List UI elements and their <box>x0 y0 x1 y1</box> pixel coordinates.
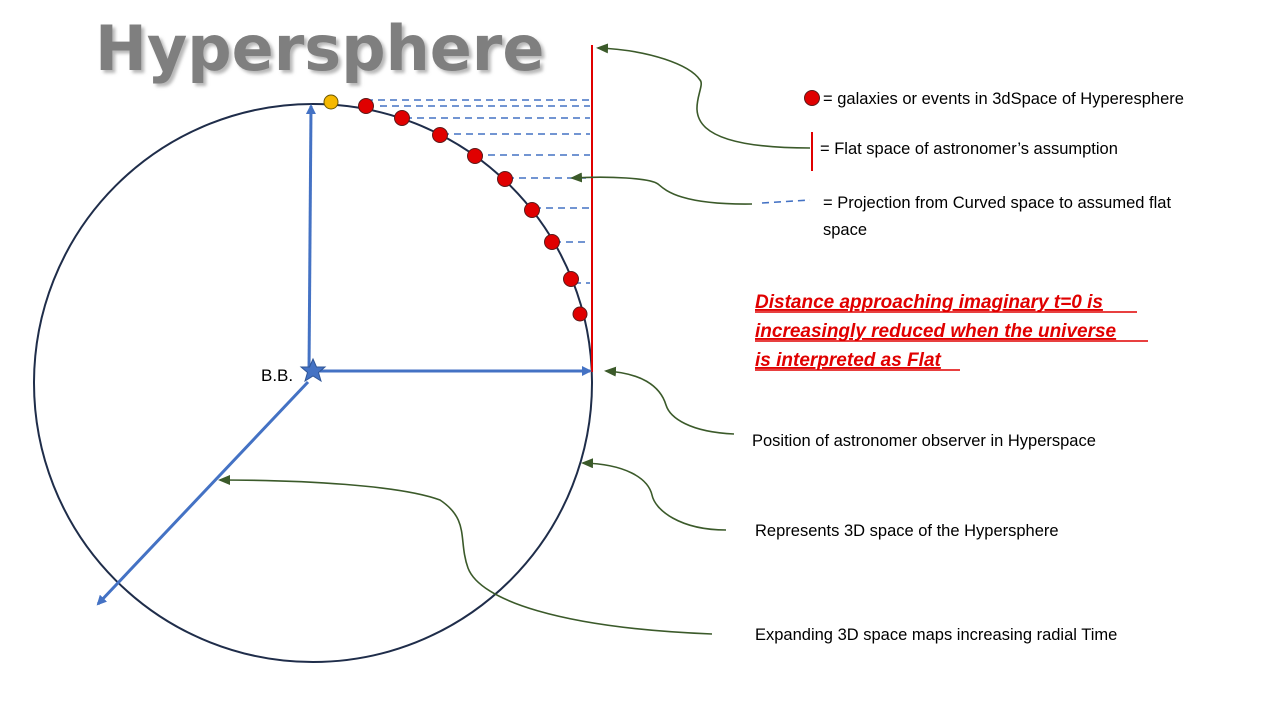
legend-galaxy-dot <box>804 90 820 106</box>
diagonal-time-arrow <box>96 380 310 606</box>
galaxy-dot <box>544 234 560 250</box>
legend-flat-space-text: = Flat space of astronomer’s assumption <box>820 140 1118 158</box>
legend-projection-text-2: space <box>823 221 867 239</box>
note-line-2: increasingly reduced when the universe <box>755 321 1117 342</box>
note-underlines <box>755 311 1148 371</box>
pointer-arrows <box>218 43 811 635</box>
big-bang-label: B.B. <box>261 366 293 385</box>
galaxy-dot <box>358 98 374 114</box>
projection-lines <box>366 99 590 284</box>
flat-interpretation-note: Distance approaching imaginary t=0 is in… <box>755 292 1117 371</box>
page-title: Hypersphere <box>95 12 544 85</box>
observer-annotation: Position of astronomer observer in Hyper… <box>752 432 1096 450</box>
observer-origin-event <box>323 94 339 110</box>
galaxy-dot <box>572 306 588 322</box>
note-line-1: Distance approaching imaginary t=0 is <box>755 292 1103 313</box>
galaxy-dot <box>467 148 483 164</box>
legend-galaxies-text: = galaxies or events in 3dSpace of Hyper… <box>823 90 1184 108</box>
sphere-annotation: Represents 3D space of the Hypersphere <box>755 522 1059 540</box>
pointer-observer <box>604 366 735 435</box>
note-line-3: is interpreted as Flat <box>755 350 942 371</box>
galaxy-dot <box>563 271 579 287</box>
pointer-time <box>218 475 713 635</box>
pointer-flat-space <box>596 43 811 149</box>
legend-projection-text-1: = Projection from Curved space to assume… <box>823 194 1171 212</box>
time-annotation: Expanding 3D space maps increasing radia… <box>755 626 1117 644</box>
galaxy-dot <box>394 110 410 126</box>
legend-projection-line <box>761 199 811 204</box>
pointer-projection <box>570 172 753 205</box>
galaxy-dot <box>497 171 513 187</box>
big-bang-star-icon <box>299 357 327 383</box>
galaxy-events <box>358 98 588 322</box>
galaxy-dot <box>524 202 540 218</box>
hypersphere-circle <box>33 103 593 663</box>
vertical-radius-arrow <box>305 104 316 373</box>
pointer-sphere <box>581 458 727 531</box>
galaxy-dot <box>432 127 448 143</box>
